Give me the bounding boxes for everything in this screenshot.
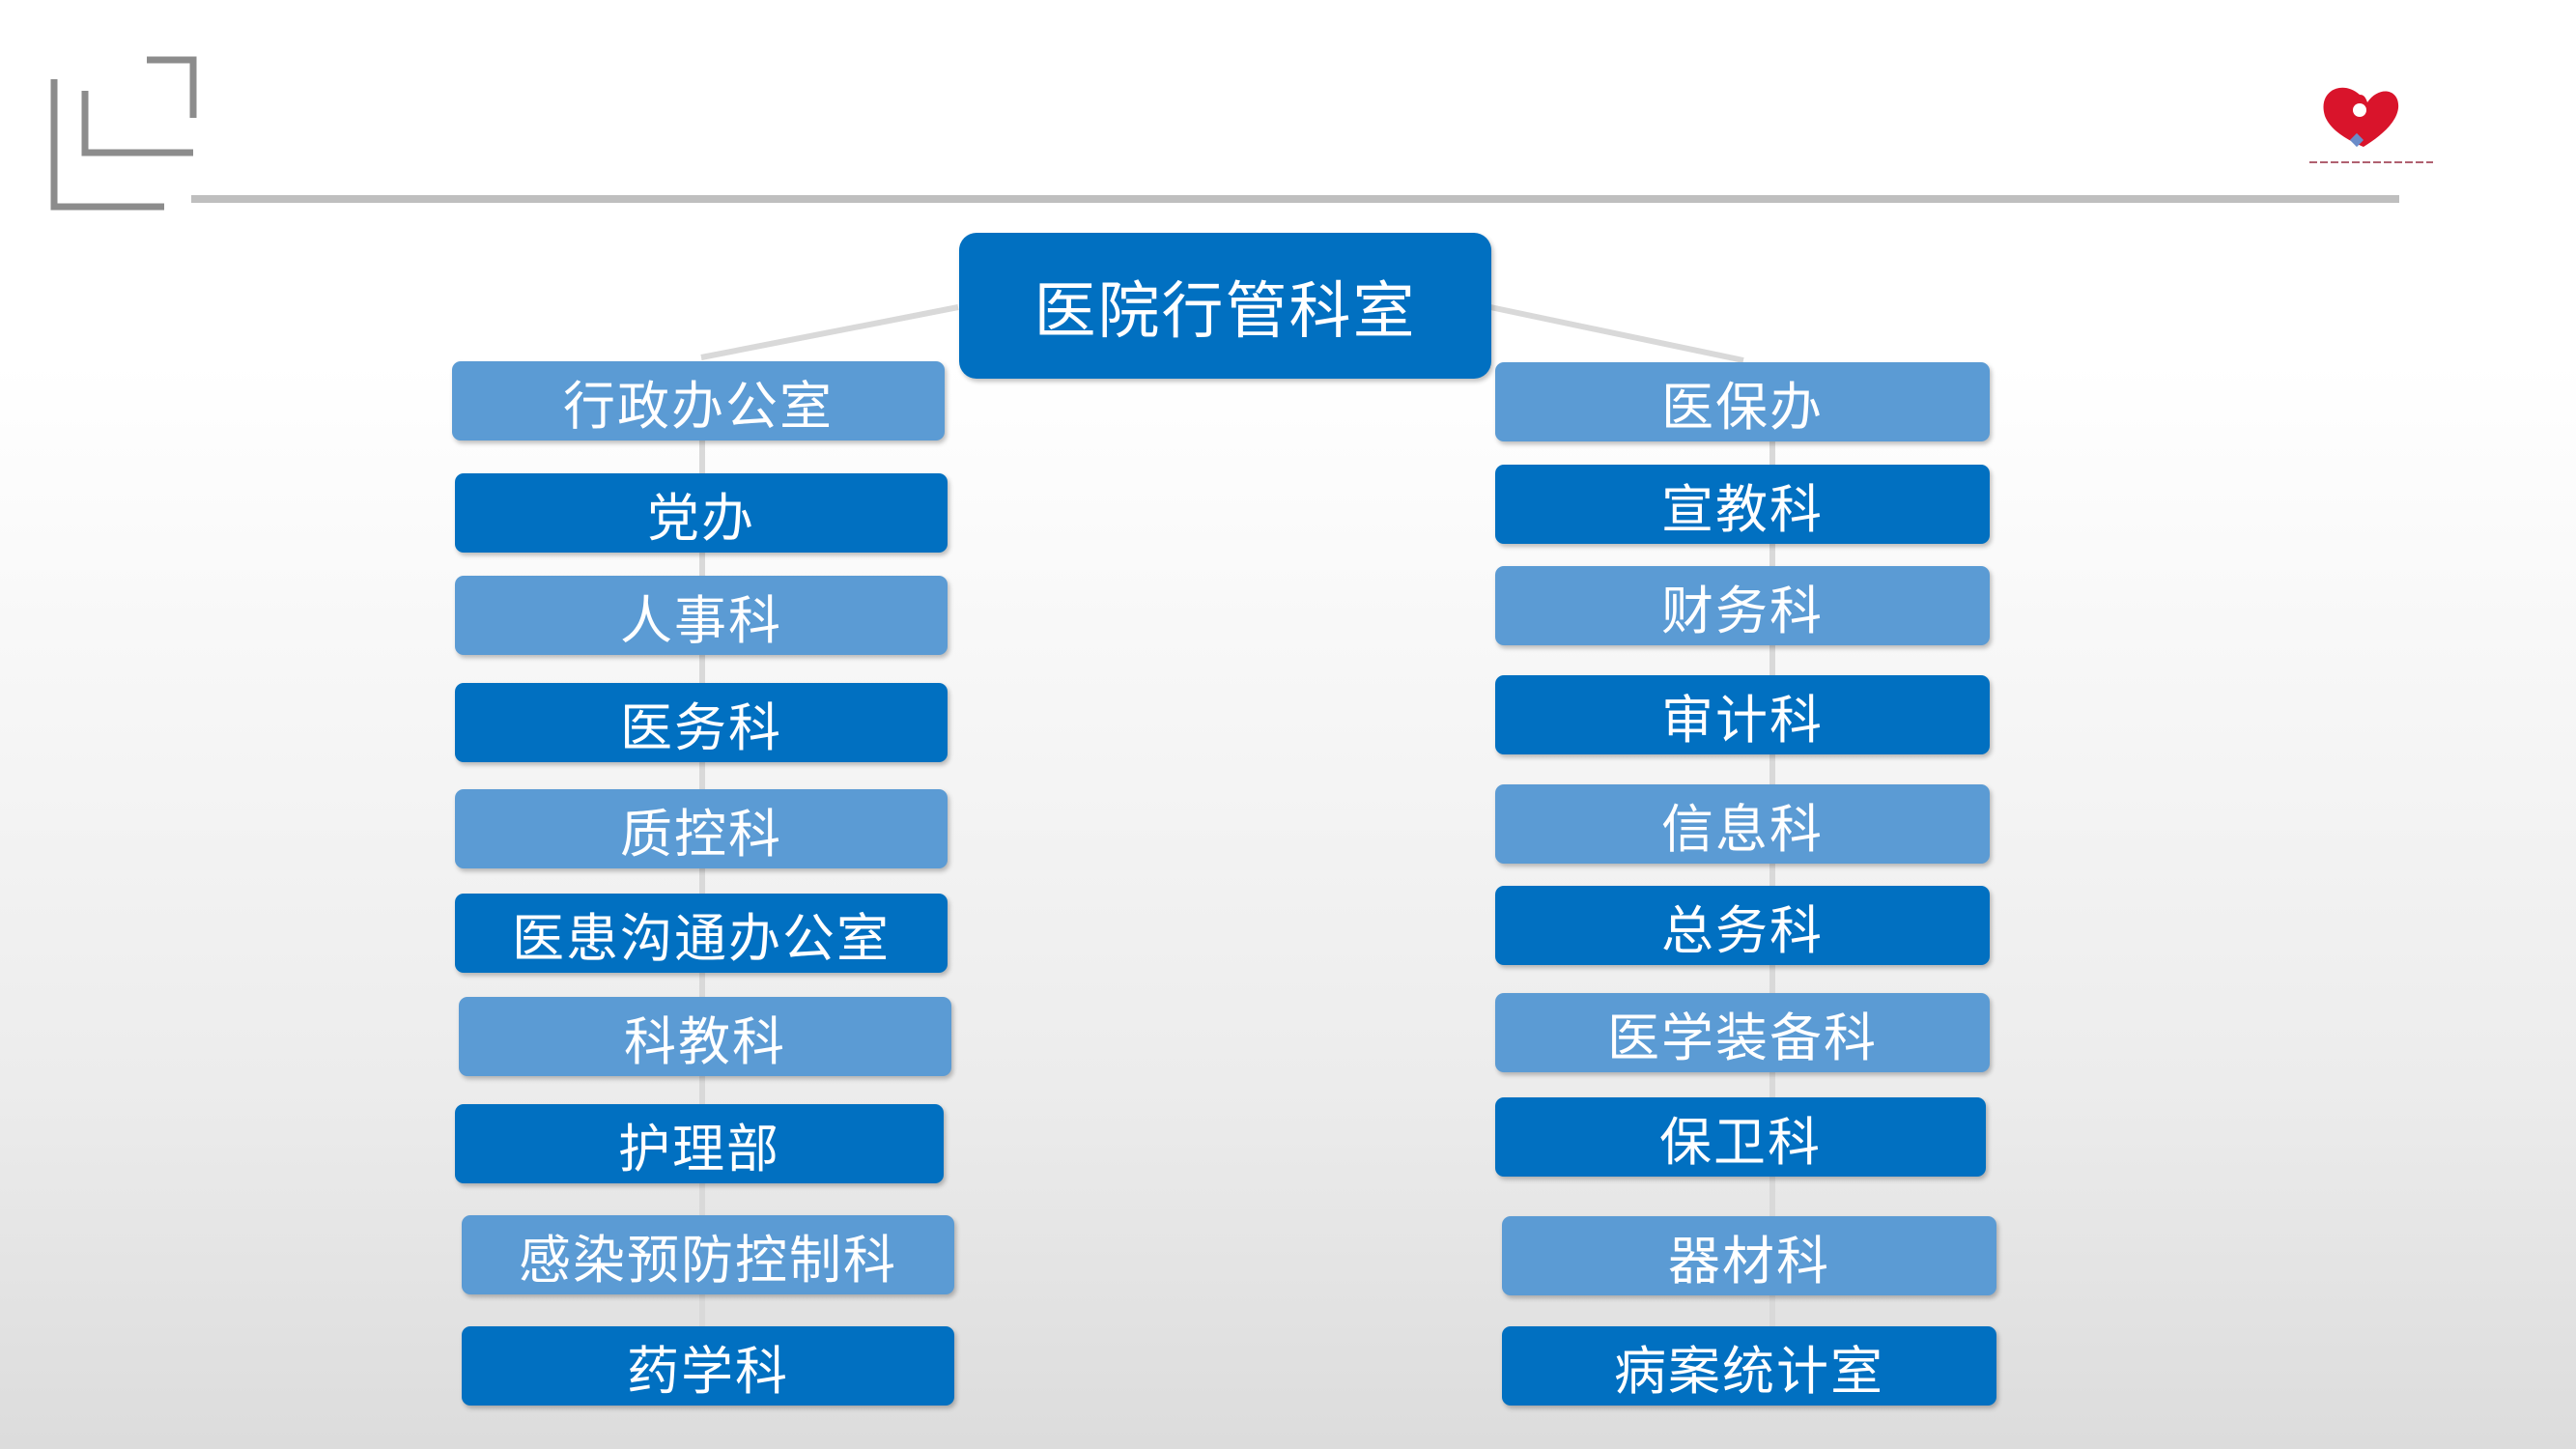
right-node-5: 信息科	[1495, 784, 1990, 864]
right-node-7: 医学装备科	[1495, 993, 1990, 1072]
left-node-5: 质控科	[455, 789, 948, 868]
hospital-heart-logo	[2309, 87, 2433, 163]
right-node-3: 财务科	[1495, 566, 1990, 645]
right-node-1: 医保办	[1495, 362, 1990, 441]
left-node-10: 药学科	[462, 1326, 954, 1406]
left-node-3: 人事科	[455, 576, 948, 655]
left-node-2: 党办	[455, 473, 948, 553]
right-node-6: 总务科	[1495, 886, 1990, 965]
left-node-8: 护理部	[455, 1104, 944, 1183]
left-node-7: 科教科	[459, 997, 951, 1076]
right-node-8: 保卫科	[1495, 1097, 1986, 1177]
left-node-6: 医患沟通办公室	[455, 894, 948, 973]
right-node-4: 审计科	[1495, 675, 1990, 754]
left-node-4: 医务科	[455, 683, 948, 762]
corner-bracket-icon	[50, 56, 197, 211]
header-divider	[191, 195, 2399, 203]
right-node-10: 病案统计室	[1502, 1326, 1996, 1406]
root-node: 医院行管科室	[959, 233, 1491, 379]
right-node-9: 器材科	[1502, 1216, 1996, 1295]
left-node-1: 行政办公室	[452, 361, 945, 440]
left-node-9: 感染预防控制科	[462, 1215, 954, 1294]
right-node-2: 宣教科	[1495, 465, 1990, 544]
